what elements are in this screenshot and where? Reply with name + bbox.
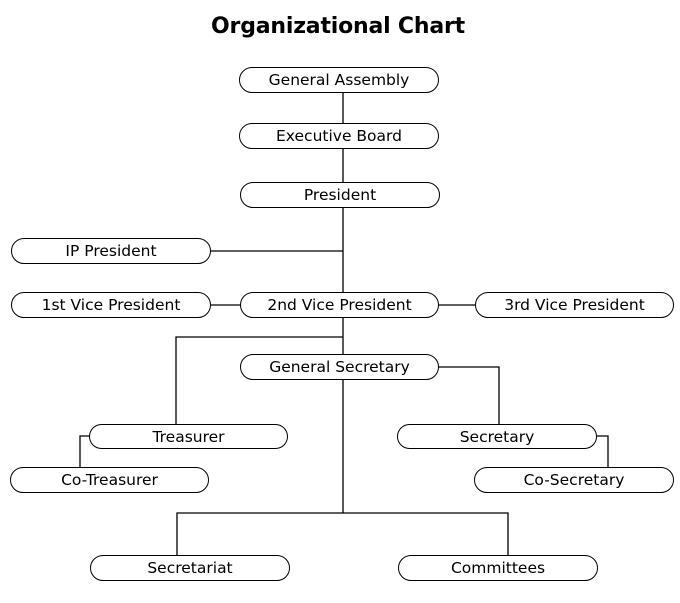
node-general-assembly: General Assembly bbox=[239, 67, 439, 93]
chart-title: Organizational Chart bbox=[211, 14, 465, 39]
node-executive-board: Executive Board bbox=[239, 123, 439, 149]
connector-gensec-secretary bbox=[438, 366, 500, 424]
node-co-secretary: Co-Secretary bbox=[474, 467, 674, 493]
connector-bottom-bus bbox=[176, 512, 509, 555]
node-committees: Committees bbox=[398, 555, 598, 581]
connector-secretary-cosecretary bbox=[596, 435, 609, 467]
node-treasurer: Treasurer bbox=[89, 424, 288, 449]
connector-vp2-treasurer bbox=[175, 336, 343, 424]
node-3rd-vice-president: 3rd Vice President bbox=[475, 292, 674, 318]
node-secretary: Secretary bbox=[397, 424, 597, 449]
node-ip-president: IP President bbox=[11, 238, 211, 264]
node-2nd-vice-president: 2nd Vice President bbox=[240, 292, 439, 318]
node-general-secretary: General Secretary bbox=[240, 354, 439, 380]
node-co-treasurer: Co-Treasurer bbox=[10, 467, 209, 493]
node-president: President bbox=[240, 182, 440, 208]
connector-treasurer-cotreasurer bbox=[79, 435, 91, 467]
node-1st-vice-president: 1st Vice President bbox=[11, 292, 211, 318]
node-secretariat: Secretariat bbox=[90, 555, 290, 581]
